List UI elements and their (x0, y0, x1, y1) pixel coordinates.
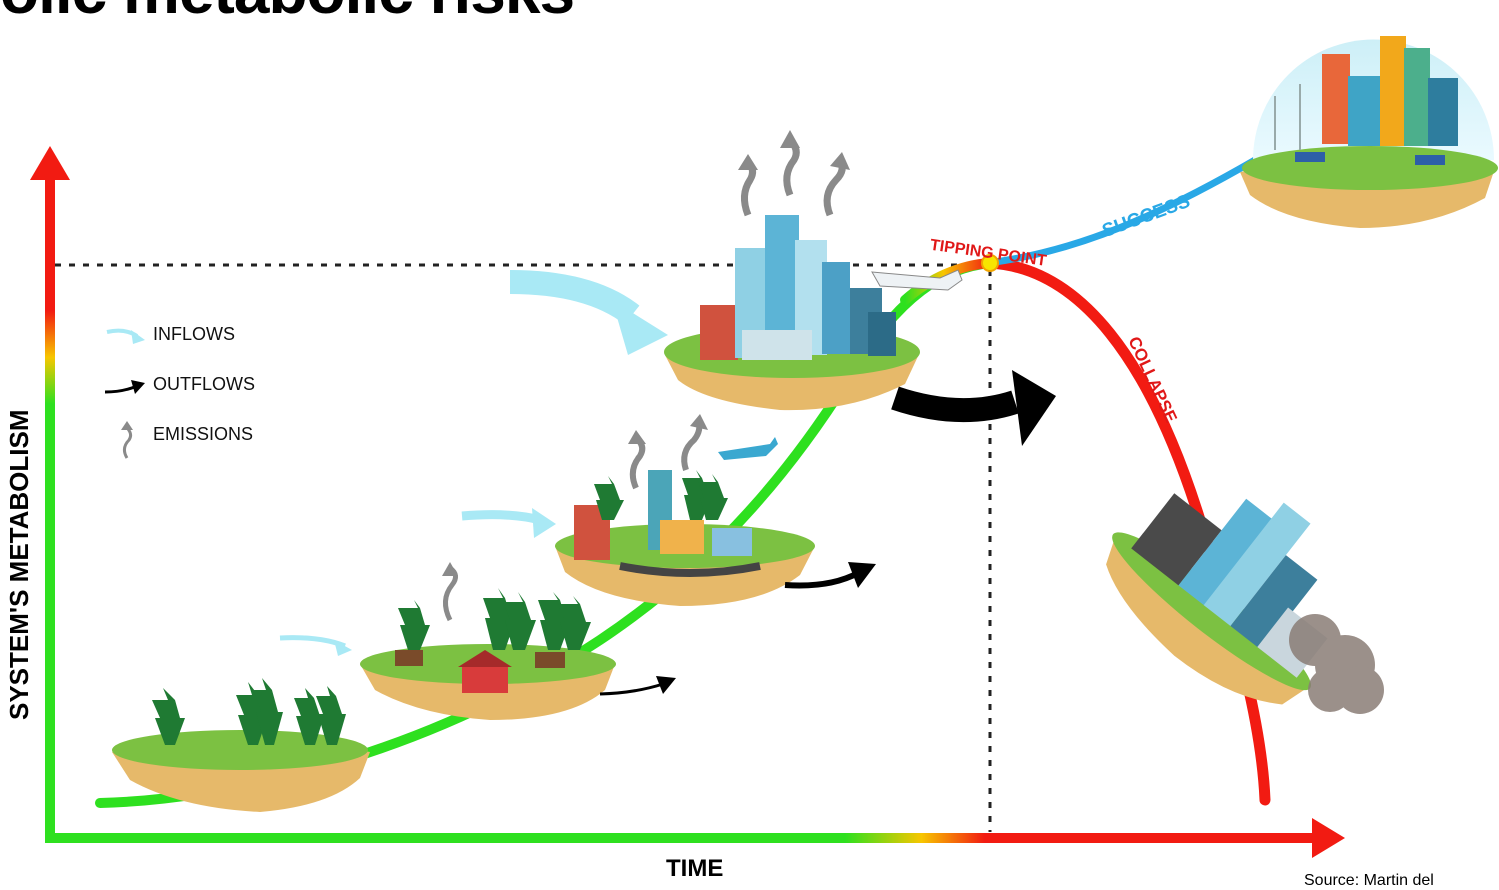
y-axis (45, 178, 55, 842)
emissions-stage4 (741, 137, 846, 217)
y-axis-label: SYSTEM'S METABOLISM (4, 409, 34, 721)
success-label: SUCCESS (1099, 191, 1193, 242)
island-collapse (1106, 493, 1328, 705)
legend-inflows-label: INFLOWS (153, 324, 236, 344)
source-credit: Source: Martin del (1304, 872, 1434, 889)
inflow-arrow-2 (461, 510, 542, 525)
island-forest (112, 678, 370, 812)
island-town (555, 437, 815, 606)
x-axis-label: TIME (666, 855, 724, 882)
outflow-arrow-1 (599, 682, 664, 696)
success-curve (991, 156, 1259, 266)
tipping-point-marker (981, 254, 999, 272)
island-city (664, 215, 963, 411)
x-axis-arrowhead (1312, 818, 1345, 858)
airplane-city (871, 269, 963, 291)
small-plane (718, 437, 778, 460)
y-axis-arrowhead (30, 146, 70, 180)
smoke-cloud (1289, 614, 1384, 714)
inflow-arrow-3 (509, 270, 640, 325)
emission-icon (121, 421, 133, 459)
island-success (1240, 36, 1498, 228)
outflow-arrow-2 (784, 570, 860, 589)
x-axis (45, 833, 1315, 843)
tipping-segment (900, 258, 995, 305)
legend-outflows-label: OUTFLOWS (153, 374, 255, 394)
island-village (360, 588, 616, 720)
page-title: olic metabolic risks (0, 0, 575, 28)
outflow-arrow-3 (891, 386, 1019, 423)
outflow-icon (105, 380, 145, 394)
inflow-icon (106, 328, 145, 344)
legend-emissions-label: EMISSIONS (153, 424, 254, 444)
